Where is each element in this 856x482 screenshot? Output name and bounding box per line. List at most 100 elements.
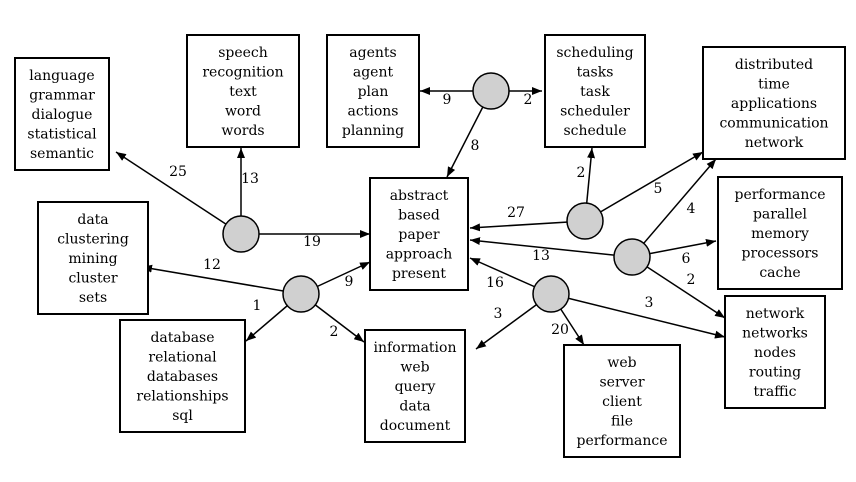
topic-word: word (225, 104, 261, 120)
edge-n1-to-language (115, 151, 242, 235)
topic-box-frame (326, 34, 420, 148)
hub-nodes (222, 72, 651, 313)
topic-word: communication (719, 116, 828, 132)
topic-word: databases (147, 369, 218, 385)
topic-word: tasks (577, 65, 614, 81)
edge-label-n6-to-information: 3 (494, 306, 503, 322)
edge-label-n3-to-distributed: 5 (654, 181, 663, 197)
topic-word: mining (68, 251, 117, 267)
topic-word: networks (742, 326, 808, 342)
topic-word: time (758, 77, 790, 93)
edge-label-n1-to-language: 25 (169, 164, 187, 180)
topic-word: recognition (202, 65, 283, 81)
topic-word: parallel (753, 207, 808, 223)
topic-box-speech: speech recognition text word words (186, 34, 300, 148)
topic-word: relationships (136, 389, 228, 405)
topic-word: network (746, 306, 805, 322)
edge-label-n5-to-data: 12 (203, 257, 221, 273)
edge-label-n5-to-database: 1 (253, 298, 262, 314)
edge-label-n4-to-performance: 6 (682, 251, 691, 267)
edge-n5-to-data (141, 264, 302, 295)
edge-label-n2-to-abstract: 8 (471, 138, 480, 154)
hub-node-n6 (532, 275, 570, 313)
edge-label-n6-to-web: 20 (551, 322, 569, 338)
topic-box-frame (724, 295, 826, 409)
topic-box-frame (37, 201, 149, 315)
topic-word: speech (218, 45, 268, 61)
topic-word: network (745, 135, 804, 151)
topic-box-network: network networks nodes routing traffic (724, 295, 826, 409)
topic-word: cache (759, 265, 800, 281)
edge-label-n4-to-network: 2 (687, 272, 696, 288)
topic-word: sql (172, 408, 193, 424)
topic-word: traffic (754, 384, 797, 400)
topic-word: applications (731, 96, 817, 112)
topic-word: routing (749, 365, 801, 381)
topic-word: distributed (735, 57, 813, 73)
topic-box-frame (544, 34, 646, 148)
edge-label-n3-to-scheduling: 2 (577, 165, 586, 181)
topic-word: clustering (57, 232, 129, 248)
hub-node-n4 (613, 238, 651, 276)
edge-label-n4-to-abstract: 13 (532, 248, 550, 264)
topic-word: dialogue (32, 107, 93, 123)
topic-word: query (395, 379, 436, 395)
topic-word: semantic (30, 146, 94, 162)
topic-word: memory (751, 226, 809, 242)
edge-label-n3-to-abstract: 27 (507, 205, 525, 221)
topic-word: planning (342, 123, 404, 139)
topic-word: performance (734, 187, 825, 203)
edge-n4-to-distributed (631, 158, 717, 258)
edge-label-n4-to-distributed: 4 (687, 201, 696, 217)
topic-box-distributed: distributed time applications communication… (702, 46, 846, 160)
topic-word: agent (353, 65, 394, 81)
topic-word: text (229, 84, 257, 100)
topic-word: cluster (68, 271, 117, 287)
topic-word: document (380, 418, 451, 434)
topic-word: scheduling (556, 45, 633, 61)
edge-label-n1-to-abstract: 19 (303, 234, 321, 250)
topic-word: actions (348, 104, 399, 120)
topic-word: nodes (754, 345, 796, 361)
edge-label-n6-to-abstract: 16 (486, 275, 504, 291)
topic-box-frame (717, 176, 843, 290)
topic-box-frame (369, 177, 469, 291)
topic-word: grammar (29, 88, 95, 104)
topic-word: words (221, 123, 264, 139)
topic-word: file (611, 414, 633, 430)
edge-n3-to-abstract (469, 220, 586, 232)
topic-word: data (399, 399, 430, 415)
topic-word: present (392, 266, 446, 282)
topic-box-performance: performance parallel memory processors cache (717, 176, 843, 290)
topic-box-frame (14, 57, 110, 171)
hub-node-n1 (222, 215, 260, 253)
edge-n6-to-network (550, 293, 726, 339)
topic-word: server (599, 375, 644, 391)
edge-n4-to-abstract (469, 237, 633, 258)
topic-box-language: languagegrammardialoguestatisticalsemant… (14, 57, 110, 171)
edge-label-n2-to-agents: 9 (443, 92, 452, 108)
edge-label-n6-to-network: 3 (645, 295, 654, 311)
topic-word: sets (79, 290, 107, 306)
edge-label-n5-to-abstract: 9 (345, 274, 354, 290)
hub-node-n2 (472, 72, 510, 110)
topic-word: processors (742, 246, 819, 262)
edge-n3-to-distributed (584, 151, 704, 222)
topic-box-frame (364, 329, 466, 443)
topic-box-frame (119, 319, 246, 433)
topic-word: task (580, 84, 610, 100)
hub-node-n5 (282, 275, 320, 313)
topic-word: client (602, 394, 642, 410)
topic-word: paper (398, 227, 440, 243)
topic-word: schedule (563, 123, 626, 139)
topic-word: database (150, 330, 214, 346)
edge-label-n5-to-information: 2 (330, 324, 339, 340)
topic-word: information (374, 340, 457, 356)
topic-box-frame (563, 344, 681, 458)
topic-box-frame (186, 34, 300, 148)
